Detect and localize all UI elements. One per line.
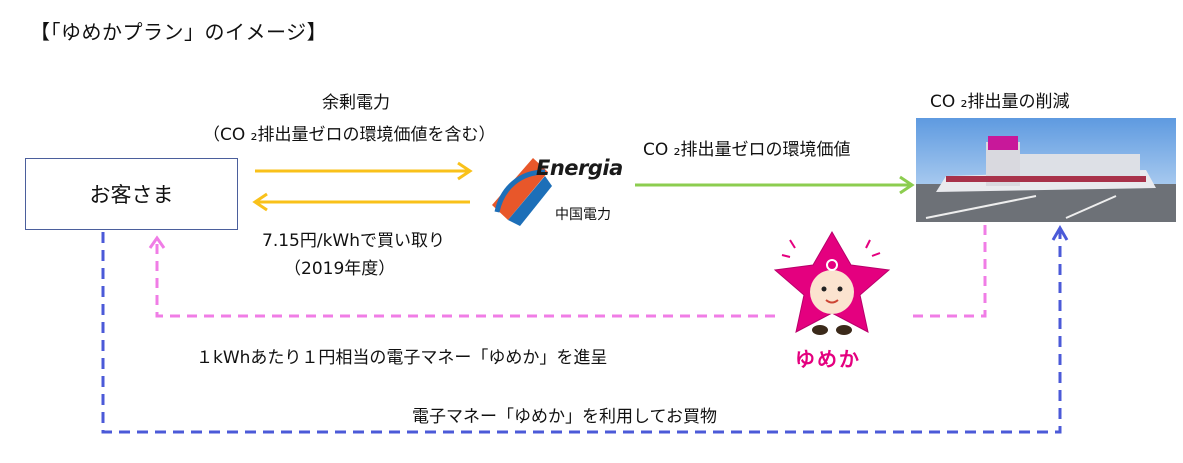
yumeka-mascot-icon [773,230,891,335]
environmental-value-arrow [635,175,915,195]
store-image [916,118,1176,222]
surplus-power-note: （CO ₂排出量ゼロの環境価値を含む） [203,125,496,145]
reward-dashed-arrow [148,225,987,318]
mascot-name: ゆめか [795,347,861,371]
customer-box: お客さま [25,158,238,230]
shopping-label: 電子マネー「ゆめか」を利用してお買物 [412,407,717,427]
reward-label: １kWhあたり１円相当の電子マネー「ゆめか」を進呈 [196,348,608,368]
surplus-power-label: 余剰電力 [322,93,390,113]
purchase-price-label: 7.15円/kWhで買い取り [262,231,446,251]
page-title: 【「ゆめかプラン」のイメージ】 [30,20,328,44]
purchase-year-label: （2019年度） [284,259,396,279]
customer-label: お客さま [89,183,174,207]
energia-logo-icon [492,158,552,226]
store-caption: CO ₂排出量の削減 [930,92,1070,112]
shopping-dashed-arrow [101,225,1069,434]
energia-logo-text: Energia [536,156,623,180]
surplus-power-arrow [255,161,473,181]
utility-name: 中国電力 [555,207,611,223]
environmental-value-label: CO ₂排出量ゼロの環境価値 [643,140,851,160]
purchase-payment-arrow [252,192,470,212]
